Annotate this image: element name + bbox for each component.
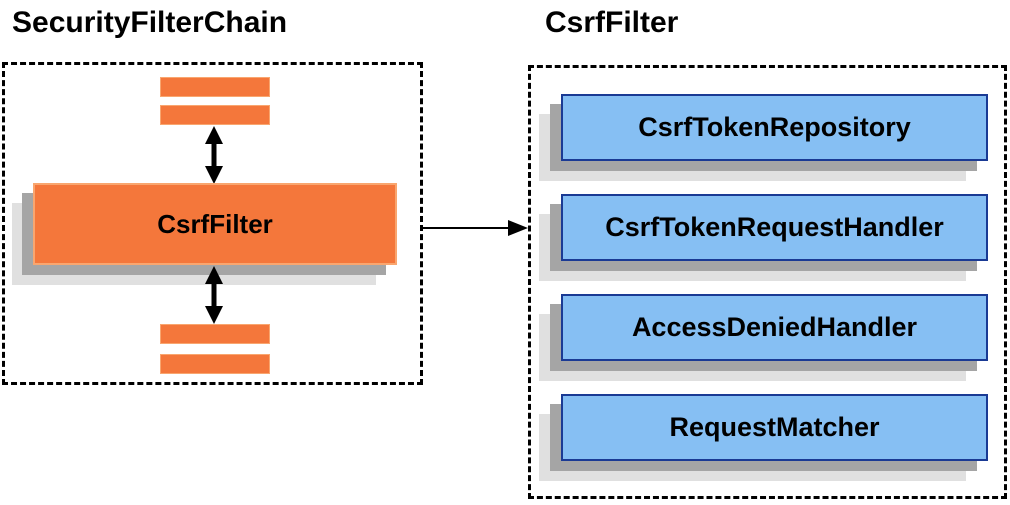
csrf-filter-box: CsrfFilter (33, 183, 397, 265)
security-filter-chain-title: SecurityFilterChain (12, 6, 288, 39)
csrf-filter-container (528, 65, 1007, 499)
bidirectional-arrow-top-icon (201, 126, 227, 184)
filter-bar-top-2 (160, 105, 270, 125)
bidirectional-arrow-bottom-icon (201, 266, 227, 324)
security-filter-chain-container (2, 62, 423, 385)
csrf-filter-stack: CsrfFilter (12, 183, 398, 288)
csrf-token-request-handler-box: CsrfTokenRequestHandler (561, 194, 988, 261)
access-denied-handler-box: AccessDeniedHandler (561, 294, 988, 361)
filter-bar-bottom-2 (160, 354, 270, 374)
filter-bar-bottom-1 (160, 324, 270, 344)
dependency-arrow-icon (423, 218, 528, 238)
csrf-token-repository-box: CsrfTokenRepository (561, 94, 988, 161)
component-stack: CsrfTokenRequestHandler (539, 194, 989, 284)
component-stack: RequestMatcher (539, 394, 989, 484)
csrf-filter-title: CsrfFilter (545, 6, 679, 39)
component-stack: AccessDeniedHandler (539, 294, 989, 384)
request-matcher-box: RequestMatcher (561, 394, 988, 461)
filter-bar-top-1 (160, 77, 270, 97)
component-stack: CsrfTokenRepository (539, 94, 989, 184)
